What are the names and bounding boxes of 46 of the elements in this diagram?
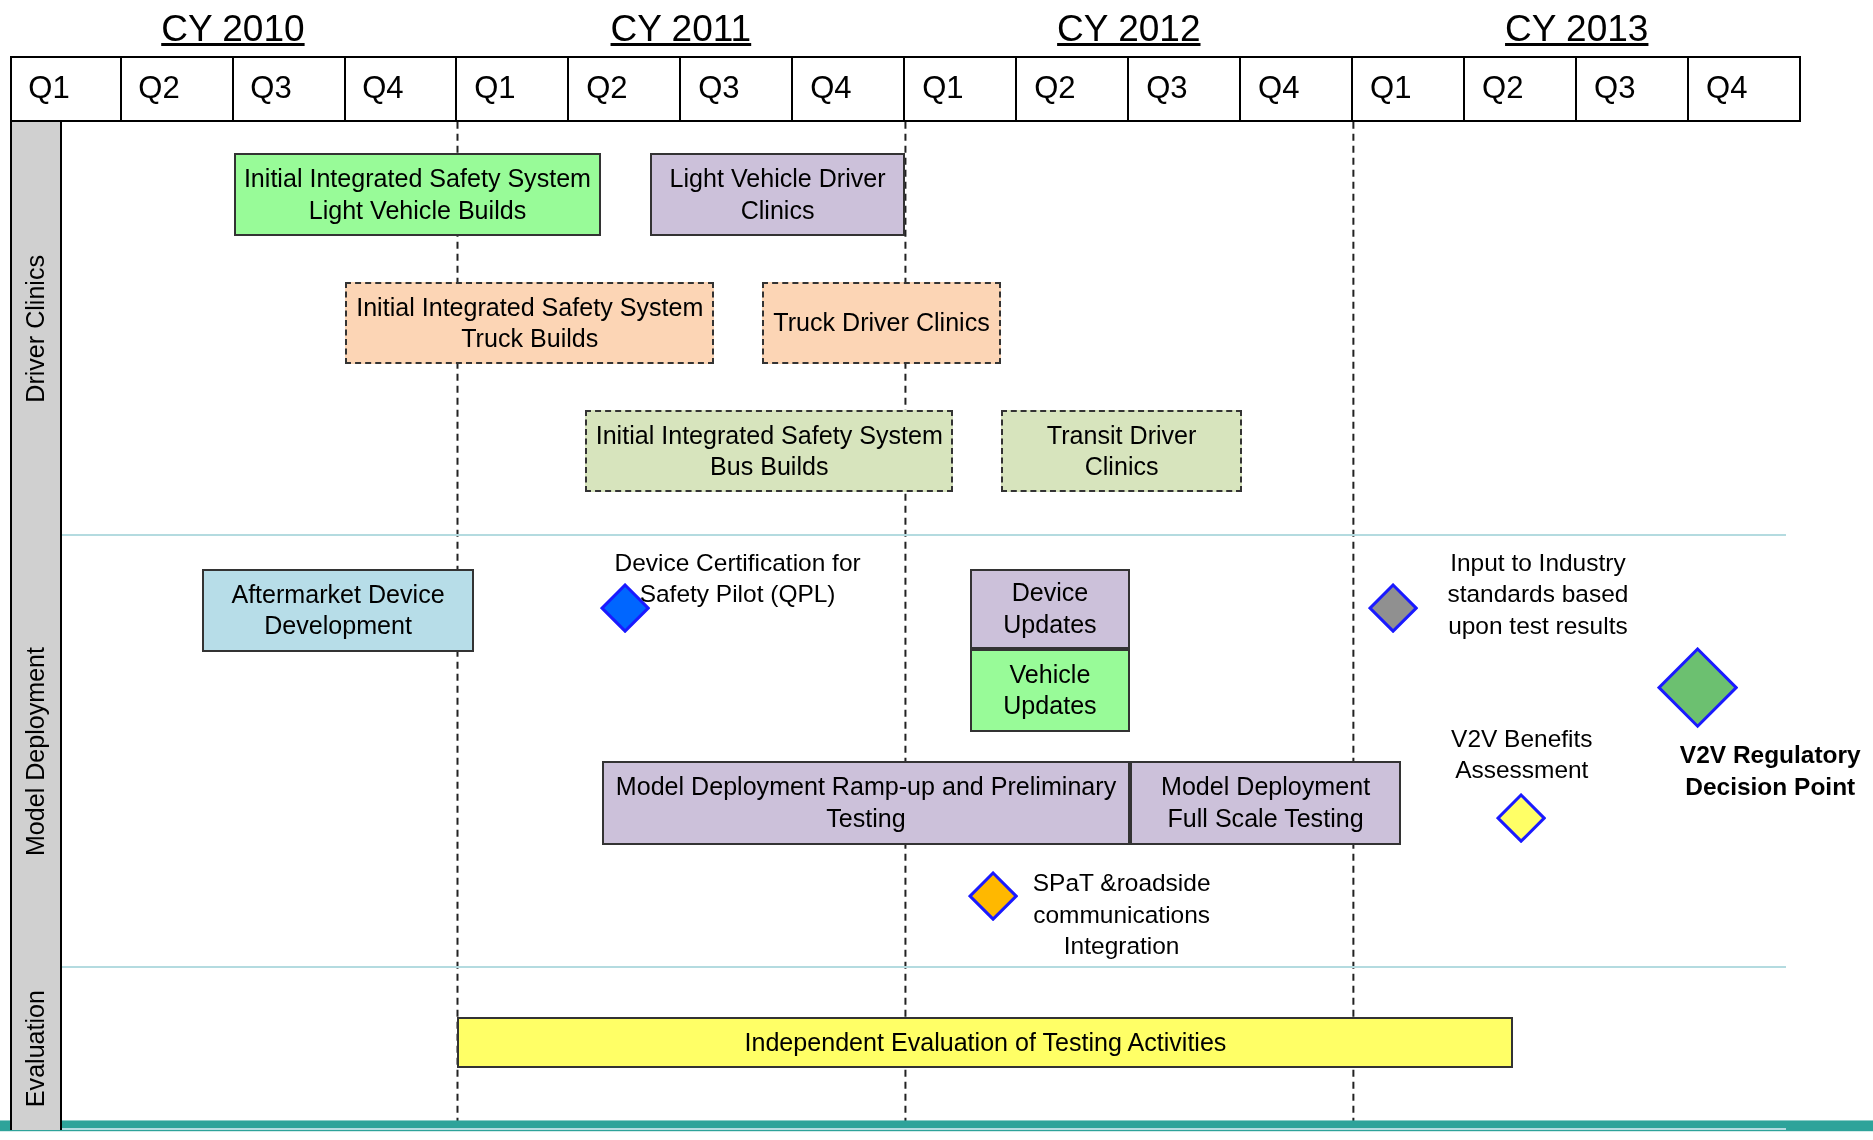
year-heading: CY 2011 bbox=[609, 6, 753, 52]
quarter-cell: Q1 bbox=[9, 56, 122, 122]
milestone-caption: Device Certification for Safety Pilot (QPL) bbox=[613, 548, 862, 610]
swimlane bbox=[9, 967, 1786, 1130]
year-heading: CY 2010 bbox=[160, 6, 306, 52]
quarter-cell: Q1 bbox=[905, 56, 1018, 122]
task-bar: Initial Integrated Safety System Bus Builds bbox=[585, 409, 954, 493]
milestone-diamond bbox=[967, 870, 1018, 921]
task-bar: Initial Integrated Safety System Truck Builds bbox=[345, 281, 715, 365]
milestone-caption: SPaT &roadside communications Integration bbox=[1031, 868, 1212, 961]
task-bar: Device Updates bbox=[969, 568, 1130, 649]
milestone-caption: V2V Benefits Assessment bbox=[1450, 723, 1594, 785]
year-heading: CY 2012 bbox=[1056, 6, 1202, 52]
lane-title: Driver Clinics bbox=[9, 121, 63, 537]
task-bar: Transit Driver Clinics bbox=[1001, 409, 1243, 493]
task-bar: Model Deployment Full Scale Testing bbox=[1130, 760, 1402, 845]
quarter-cell: Q3 bbox=[1129, 56, 1242, 122]
task-bar: Vehicle Updates bbox=[969, 648, 1130, 733]
task-bar: Aftermarket Device Development bbox=[201, 568, 475, 653]
task-bar: Model Deployment Ramp-up and Preliminary Testing bbox=[602, 760, 1130, 845]
quarter-cell: Q3 bbox=[1577, 56, 1690, 122]
milestone-diamond bbox=[1495, 793, 1546, 844]
quarter-cell: Q4 bbox=[345, 56, 458, 122]
milestone-caption: Input to Industry standards based upon test results bbox=[1446, 548, 1630, 641]
quarter-cell: Q4 bbox=[1241, 56, 1354, 122]
quarter-cell: Q2 bbox=[569, 56, 682, 122]
quarter-cell: Q3 bbox=[681, 56, 794, 122]
quarter-cell: Q2 bbox=[1017, 56, 1130, 122]
task-bar: Light Vehicle Driver Clinics bbox=[649, 152, 906, 237]
quarter-cell: Q1 bbox=[1353, 56, 1466, 122]
lane-title: Model Deployment bbox=[9, 536, 63, 968]
year-heading: CY 2013 bbox=[1504, 6, 1650, 52]
milestone-caption: V2V Regulatory Decision Point bbox=[1678, 740, 1862, 802]
quarter-cell: Q2 bbox=[121, 56, 234, 122]
task-bar: Independent Evaluation of Testing Activities bbox=[457, 1016, 1514, 1068]
task-bar: Initial Integrated Safety System Light Vehicle Builds bbox=[234, 152, 601, 237]
lane-title: Evaluation bbox=[9, 967, 63, 1130]
milestone-diamond bbox=[1656, 647, 1738, 729]
quarter-cell: Q2 bbox=[1465, 56, 1578, 122]
quarter-cell: Q3 bbox=[233, 56, 346, 122]
milestone-diamond bbox=[1367, 582, 1418, 634]
quarter-cell: Q4 bbox=[1689, 56, 1802, 122]
swimlane bbox=[9, 121, 1786, 537]
quarter-cell: Q1 bbox=[457, 56, 570, 122]
quarter-cell: Q4 bbox=[793, 56, 906, 122]
task-bar: Truck Driver Clinics bbox=[762, 281, 1001, 365]
